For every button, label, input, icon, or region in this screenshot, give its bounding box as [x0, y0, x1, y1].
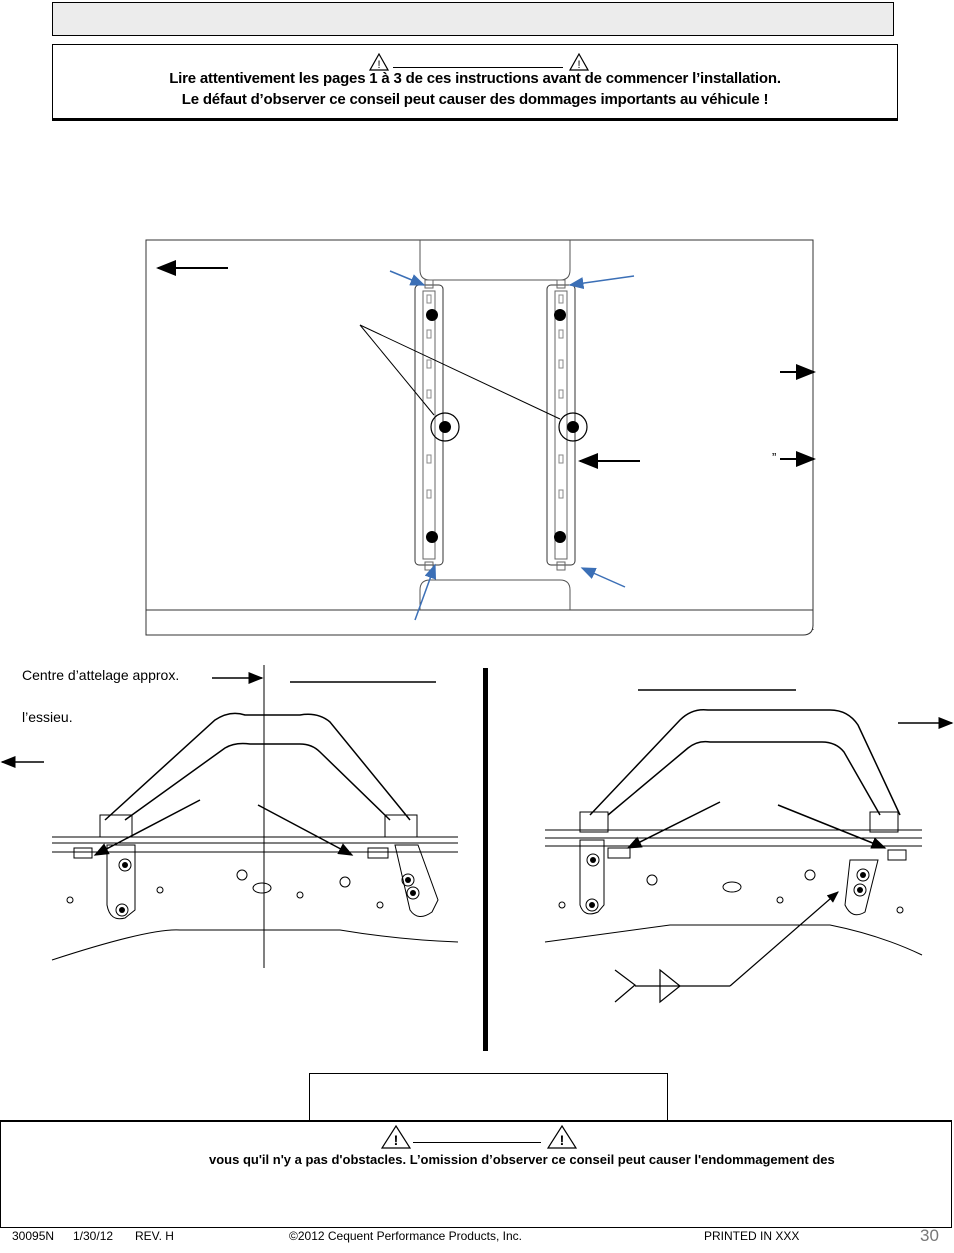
svg-text:!: !: [560, 1132, 565, 1148]
right-side-diagram: [544, 689, 954, 1004]
header-bar: [52, 2, 894, 36]
page-number: 30: [920, 1226, 939, 1245]
svg-text:!: !: [377, 59, 380, 71]
bottom-warning-box: ! ! vous qu'il n'y a pas d'obstacles. L’…: [0, 1120, 952, 1228]
svg-text:!: !: [394, 1132, 399, 1148]
bottom-warning-underline: [413, 1142, 541, 1143]
warning-icon: !: [547, 1125, 577, 1149]
axle-label: l’essieu.: [22, 709, 73, 725]
warning-box: ! ! Lire attentivement les pages 1 à 3 d…: [52, 44, 898, 121]
note-box: [309, 1073, 668, 1121]
footer-printed: PRINTED IN XXX: [704, 1229, 800, 1243]
left-rail: [414, 279, 444, 571]
quote-mark: ”: [772, 450, 777, 465]
bottom-warning-text: vous qu'il n'y a pas d'obstacles. L’omis…: [209, 1152, 835, 1167]
divider: [483, 668, 488, 1051]
warning-icon: !: [369, 53, 389, 71]
footer-date: 1/30/12: [73, 1229, 114, 1243]
footer-copyright: ©2012 Cequent Performance Products, Inc.: [289, 1229, 522, 1243]
top-view-diagram: [145, 239, 816, 636]
svg-text:!: !: [577, 59, 580, 71]
warning-icon: !: [569, 53, 589, 71]
frame-outline: [145, 239, 814, 636]
hitch-center-label: Centre d’attelage approx.: [22, 667, 180, 683]
warning-line-2: Le défaut d’observer ce conseil peut cau…: [181, 91, 769, 108]
warning-title-underline: [393, 67, 563, 68]
warning-icon: !: [381, 1125, 411, 1149]
footer-part-no: 30095N: [12, 1229, 55, 1243]
warning-line-1: Lire attentivement les pages 1 à 3 de ce…: [169, 70, 781, 87]
footer-rev: REV. H: [135, 1229, 174, 1243]
left-side-diagram: [0, 665, 459, 968]
